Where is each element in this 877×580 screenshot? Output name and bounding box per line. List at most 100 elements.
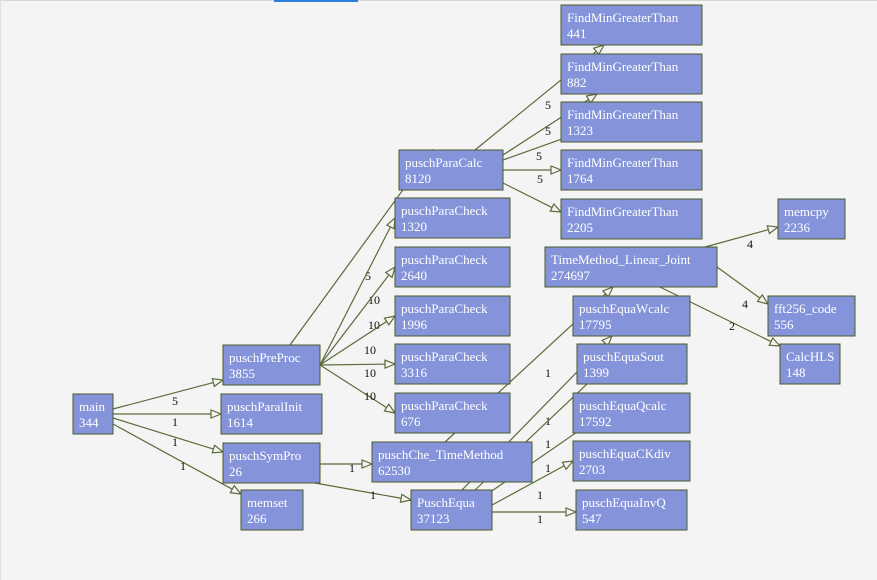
node-box[interactable]	[560, 4, 703, 46]
node-box[interactable]	[767, 295, 856, 337]
node-function-name: puschSymPro	[229, 448, 301, 463]
edge-line	[491, 465, 565, 506]
edge-arrowhead-icon	[766, 225, 780, 235]
node-function-name: puschEquaWcalc	[579, 301, 669, 316]
node-function-name: puschParaCheck	[401, 203, 488, 218]
node-box[interactable]	[222, 442, 321, 484]
node-function-name: fft256_code	[774, 301, 837, 316]
node-box[interactable]	[394, 343, 511, 385]
top-border	[0, 0, 877, 1]
edge-line	[319, 226, 391, 366]
node-box[interactable]	[777, 198, 846, 240]
edge-call-count: 2	[729, 319, 735, 333]
edge-call-count: 5	[172, 394, 178, 408]
node-function-name: PuschEqua	[417, 495, 475, 510]
node-box[interactable]	[240, 489, 304, 531]
node-function-name: TimeMethod_Linear_Joint	[551, 252, 691, 267]
edge-arrowhead-icon	[211, 444, 225, 454]
edge-arrowhead-icon	[768, 336, 782, 347]
node-cycle-count: 441	[567, 26, 587, 41]
edge-preproc-to-check1: 10	[319, 216, 396, 366]
node-cycle-count: 344	[79, 415, 99, 430]
node-box[interactable]	[544, 246, 718, 288]
edge-call-count: 5	[545, 124, 551, 138]
node-box[interactable]	[572, 392, 691, 434]
node-box[interactable]	[394, 295, 511, 337]
node-function-name: puschParaCalc	[405, 155, 482, 170]
node-box[interactable]	[560, 101, 703, 143]
node-box[interactable]	[410, 489, 493, 531]
edge-call-count: 5	[537, 172, 543, 186]
node-cycle-count: 26	[229, 464, 243, 479]
node-box[interactable]	[572, 295, 691, 337]
edge-arrowhead-icon	[601, 285, 615, 298]
edge-main-to-preproc: 5	[112, 377, 225, 410]
node-function-name: puschEquaSout	[583, 349, 664, 364]
edge-sympro-to-chetime: 1	[320, 459, 374, 475]
edge-call-count: 4	[742, 297, 748, 311]
node-cycle-count: 3316	[401, 365, 428, 380]
node-box[interactable]	[222, 344, 321, 386]
node-box[interactable]	[220, 393, 323, 435]
node-cycle-count: 8120	[405, 171, 431, 186]
node-cycle-count: 2205	[567, 220, 593, 235]
node-box[interactable]	[394, 246, 511, 288]
node-function-name: main	[79, 399, 105, 414]
node-cycle-count: 3855	[229, 366, 255, 381]
node-box[interactable]	[572, 440, 691, 482]
edge-arrowhead-icon	[383, 403, 397, 414]
node-box[interactable]	[394, 392, 511, 434]
node-box[interactable]	[560, 53, 703, 95]
edge-call-count: 5	[536, 149, 542, 163]
node-function-name: FindMinGreaterThan	[567, 59, 679, 74]
node-box[interactable]	[394, 197, 511, 239]
node-box[interactable]	[560, 149, 703, 191]
node-box[interactable]	[72, 393, 114, 435]
node-function-name: puschParalInit	[227, 399, 302, 414]
node-box[interactable]	[371, 441, 533, 483]
edge-arrowhead-icon	[211, 377, 225, 388]
edge-arrowhead-icon	[561, 460, 575, 471]
edge-line	[112, 381, 214, 410]
node-cycle-count: 17795	[579, 317, 612, 332]
edge-paracalc-to-fmg4: 5	[503, 149, 563, 175]
edge-main-to-memset: 1	[112, 423, 243, 495]
edge-call-count: 10	[364, 343, 376, 357]
node-function-name: FindMinGreaterThan	[567, 155, 679, 170]
edge-arrowhead-icon	[756, 293, 770, 305]
node-box[interactable]	[779, 343, 841, 385]
node-box[interactable]	[575, 489, 688, 531]
node-box[interactable]	[398, 149, 504, 191]
edge-call-count: 4	[747, 237, 753, 251]
node-box[interactable]	[560, 198, 703, 240]
node-cycle-count: 556	[774, 317, 794, 332]
node-box[interactable]	[576, 343, 688, 385]
